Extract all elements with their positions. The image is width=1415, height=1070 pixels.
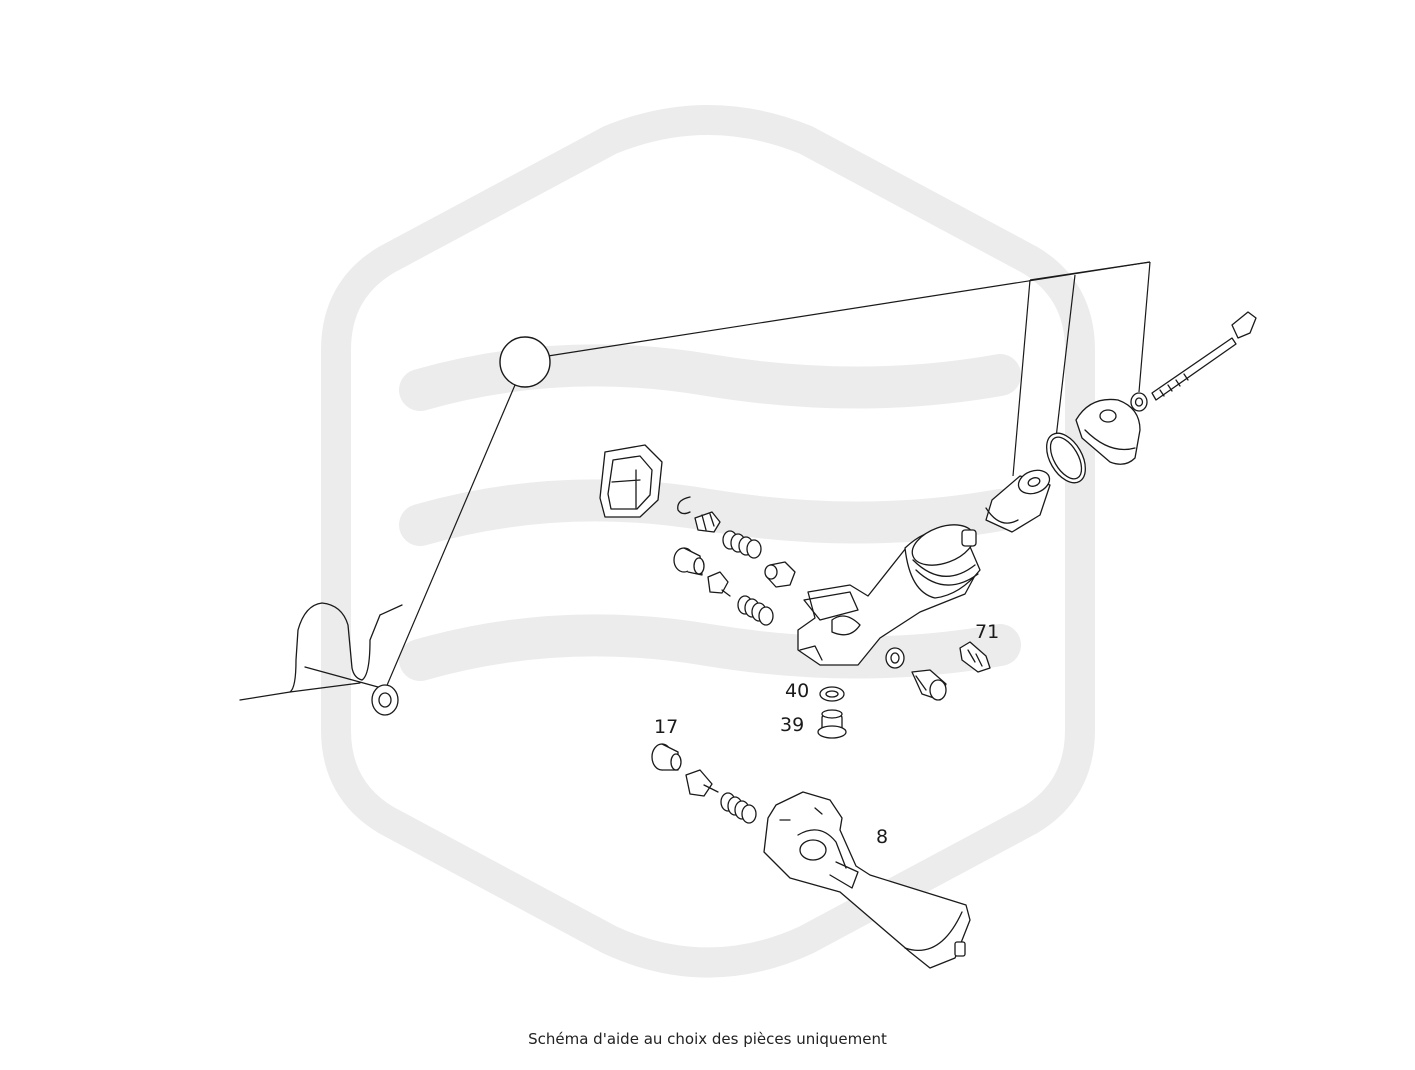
oil-filter-housing-part-8[interactable] <box>763 791 971 969</box>
callout-label-8: 8 <box>876 826 888 848</box>
lower-spring-part[interactable] <box>720 792 757 824</box>
diagram-footer-note: Schéma d'aide au choix des pièces unique… <box>528 1030 887 1048</box>
valve-cap-part[interactable] <box>694 511 721 533</box>
filter-element-part[interactable] <box>985 466 1053 533</box>
leader-lines <box>384 261 1151 691</box>
watermark-hexagon <box>321 105 1095 978</box>
plug-part-17[interactable] <box>651 743 682 771</box>
engine-block-outline <box>239 602 403 701</box>
watermark-wave-3 <box>399 614 1021 681</box>
filter-cover-part[interactable] <box>1075 398 1141 465</box>
lower-valve-part[interactable] <box>685 769 719 797</box>
sensor-part-71[interactable] <box>959 641 991 673</box>
spring-lower-part[interactable] <box>737 595 774 626</box>
callout-label-17: 17 <box>654 716 678 738</box>
callout-label-71: 71 <box>975 621 999 643</box>
hex-bolt-part[interactable] <box>911 669 947 701</box>
reference-circle[interactable] <box>499 336 551 388</box>
callout-label-40: 40 <box>785 680 809 702</box>
snap-ring-part[interactable] <box>677 496 691 515</box>
seal-washer-part-40[interactable] <box>819 686 845 702</box>
seal-ring-part[interactable] <box>371 684 399 716</box>
o-ring-part[interactable] <box>1039 427 1094 490</box>
callout-label-39: 39 <box>780 714 804 736</box>
watermark-wave-2 <box>399 479 1021 546</box>
valve-sleeve-part[interactable] <box>673 547 705 576</box>
long-bolt-part[interactable] <box>1151 311 1257 401</box>
washer-part[interactable] <box>1130 392 1148 412</box>
oil-filter-housing-assembly[interactable] <box>797 517 981 666</box>
plug-screw-part-39[interactable] <box>817 709 847 739</box>
spring-upper-part[interactable] <box>722 530 762 559</box>
valve-piston-part[interactable] <box>707 571 731 597</box>
small-bushing-part[interactable] <box>885 647 905 669</box>
valve-plug-part[interactable] <box>764 561 796 588</box>
gasket-plate-part[interactable] <box>599 444 663 518</box>
